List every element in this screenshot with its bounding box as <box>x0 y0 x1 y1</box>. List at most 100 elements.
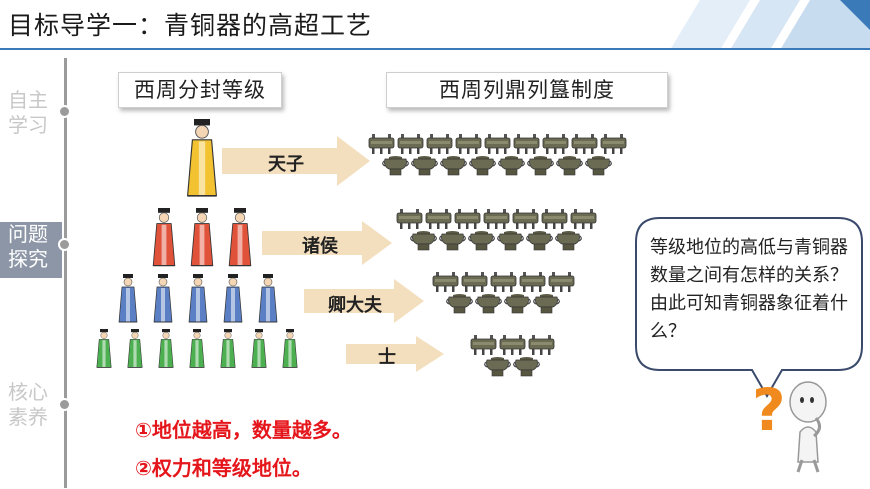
gui-vessel-icon <box>411 156 438 176</box>
rank-label-zhuhou: 诸侯 <box>302 236 338 257</box>
nav-dot <box>58 398 71 411</box>
thinking-person-icon: ? <box>752 376 827 473</box>
header-ding-gui-system: 西周列鼎列簋制度 <box>386 72 668 108</box>
gui-vessel-icon <box>497 231 524 251</box>
ding-row <box>368 133 627 155</box>
official-figure-icon <box>158 329 174 368</box>
official-figure-icon <box>220 329 236 368</box>
ding-row <box>396 208 597 230</box>
ding-vessel-icon <box>548 272 575 292</box>
ding-row <box>470 334 555 356</box>
gui-vessel-icon <box>555 231 582 251</box>
gui-row <box>410 231 582 251</box>
ding-vessel-icon <box>397 134 424 154</box>
gui-vessel-icon <box>527 156 554 176</box>
ding-vessel-icon <box>368 134 395 154</box>
gui-vessel-icon <box>526 231 553 251</box>
ding-vessel-icon <box>600 134 627 154</box>
nav-item-core-literacy[interactable]: 核心 素养 <box>0 380 62 430</box>
official-figure-icon <box>282 329 298 368</box>
official-figure-icon <box>189 329 205 368</box>
gui-vessel-icon <box>382 156 409 176</box>
ding-vessel-icon <box>455 134 482 154</box>
gui-vessel-icon <box>439 231 466 251</box>
nav-dot <box>58 238 71 251</box>
arrow-shi <box>346 336 444 372</box>
arrow-tianzi <box>222 136 370 186</box>
ding-vessel-icon <box>470 335 497 355</box>
gui-vessel-icon <box>533 294 560 314</box>
ding-row <box>432 271 575 293</box>
nav-timeline <box>64 58 67 488</box>
nav-label: 问题 <box>8 222 48 246</box>
gui-vessel-icon <box>469 156 496 176</box>
ding-vessel-icon <box>425 209 452 229</box>
ding-vessel-icon <box>528 335 555 355</box>
arrow-qingdafu <box>304 279 424 323</box>
nav-label: 素养 <box>8 405 48 429</box>
ding-vessel-icon <box>519 272 546 292</box>
gui-row <box>382 156 612 176</box>
ding-vessel-icon <box>483 209 510 229</box>
ding-vessel-icon <box>432 272 459 292</box>
ding-vessel-icon <box>426 134 453 154</box>
ding-vessel-icon <box>570 209 597 229</box>
gui-vessel-icon <box>513 357 540 377</box>
official-figure-icon <box>152 208 176 267</box>
gui-vessel-icon <box>440 156 467 176</box>
gui-vessel-icon <box>504 294 531 314</box>
answer-2: ②权力和等级地位。 <box>135 456 312 480</box>
rank-label-qingdafu: 卿大夫 <box>328 295 382 316</box>
gui-vessel-icon <box>410 231 437 251</box>
ding-vessel-icon <box>541 209 568 229</box>
gui-vessel-icon <box>446 294 473 314</box>
official-figure-icon <box>96 329 112 368</box>
ding-vessel-icon <box>454 209 481 229</box>
ding-vessel-icon <box>461 272 488 292</box>
rank-label-tianzi: 天子 <box>268 154 304 175</box>
page-title: 目标导学一：青铜器的高超工艺 <box>8 11 373 40</box>
decorative-stripes <box>670 0 870 50</box>
official-figure-icon <box>228 208 252 267</box>
official-figure-icon <box>251 329 267 368</box>
official-figure-icon <box>188 274 208 323</box>
ding-vessel-icon <box>512 209 539 229</box>
nav-label: 自主 <box>8 88 48 112</box>
title-divider <box>0 48 870 50</box>
nav-label: 探究 <box>8 247 48 271</box>
official-figure-icon <box>258 274 278 323</box>
gui-vessel-icon <box>484 357 511 377</box>
gui-vessel-icon <box>498 156 525 176</box>
official-figure-icon <box>223 274 243 323</box>
ding-vessel-icon <box>513 134 540 154</box>
official-figure-icon <box>153 274 173 323</box>
answer-1: ①地位越高，数量越多。 <box>135 418 352 442</box>
gui-row <box>446 294 560 314</box>
ding-vessel-icon <box>396 209 423 229</box>
gui-vessel-icon <box>468 231 495 251</box>
question-bubble <box>635 217 863 399</box>
ding-vessel-icon <box>490 272 517 292</box>
nav-item-self-study[interactable]: 自主 学习 <box>0 88 62 138</box>
header-hierarchy: 西周分封等级 <box>118 72 282 108</box>
rank-label-shi: 士 <box>378 347 396 368</box>
svg-text:?: ? <box>752 376 786 444</box>
official-figure-icon <box>118 274 138 323</box>
nav-dot <box>58 105 71 118</box>
official-figure-icon <box>190 208 214 267</box>
ding-vessel-icon <box>499 335 526 355</box>
gui-vessel-icon <box>556 156 583 176</box>
nav-label: 核心 <box>8 380 48 404</box>
nav-item-problem-inquiry[interactable]: 问题 探究 <box>0 222 62 278</box>
official-figure-icon <box>186 119 218 197</box>
arrow-zhuhou <box>262 221 392 265</box>
nav-label: 学习 <box>8 113 48 137</box>
official-figure-icon <box>127 329 143 368</box>
ding-vessel-icon <box>542 134 569 154</box>
gui-row <box>484 357 540 377</box>
ding-vessel-icon <box>571 134 598 154</box>
gui-vessel-icon <box>475 294 502 314</box>
gui-vessel-icon <box>585 156 612 176</box>
question-text: 等级地位的高低与青铜器数量之间有怎样的关系？由此可知青铜器象征着什么？ <box>650 237 848 342</box>
ding-vessel-icon <box>484 134 511 154</box>
